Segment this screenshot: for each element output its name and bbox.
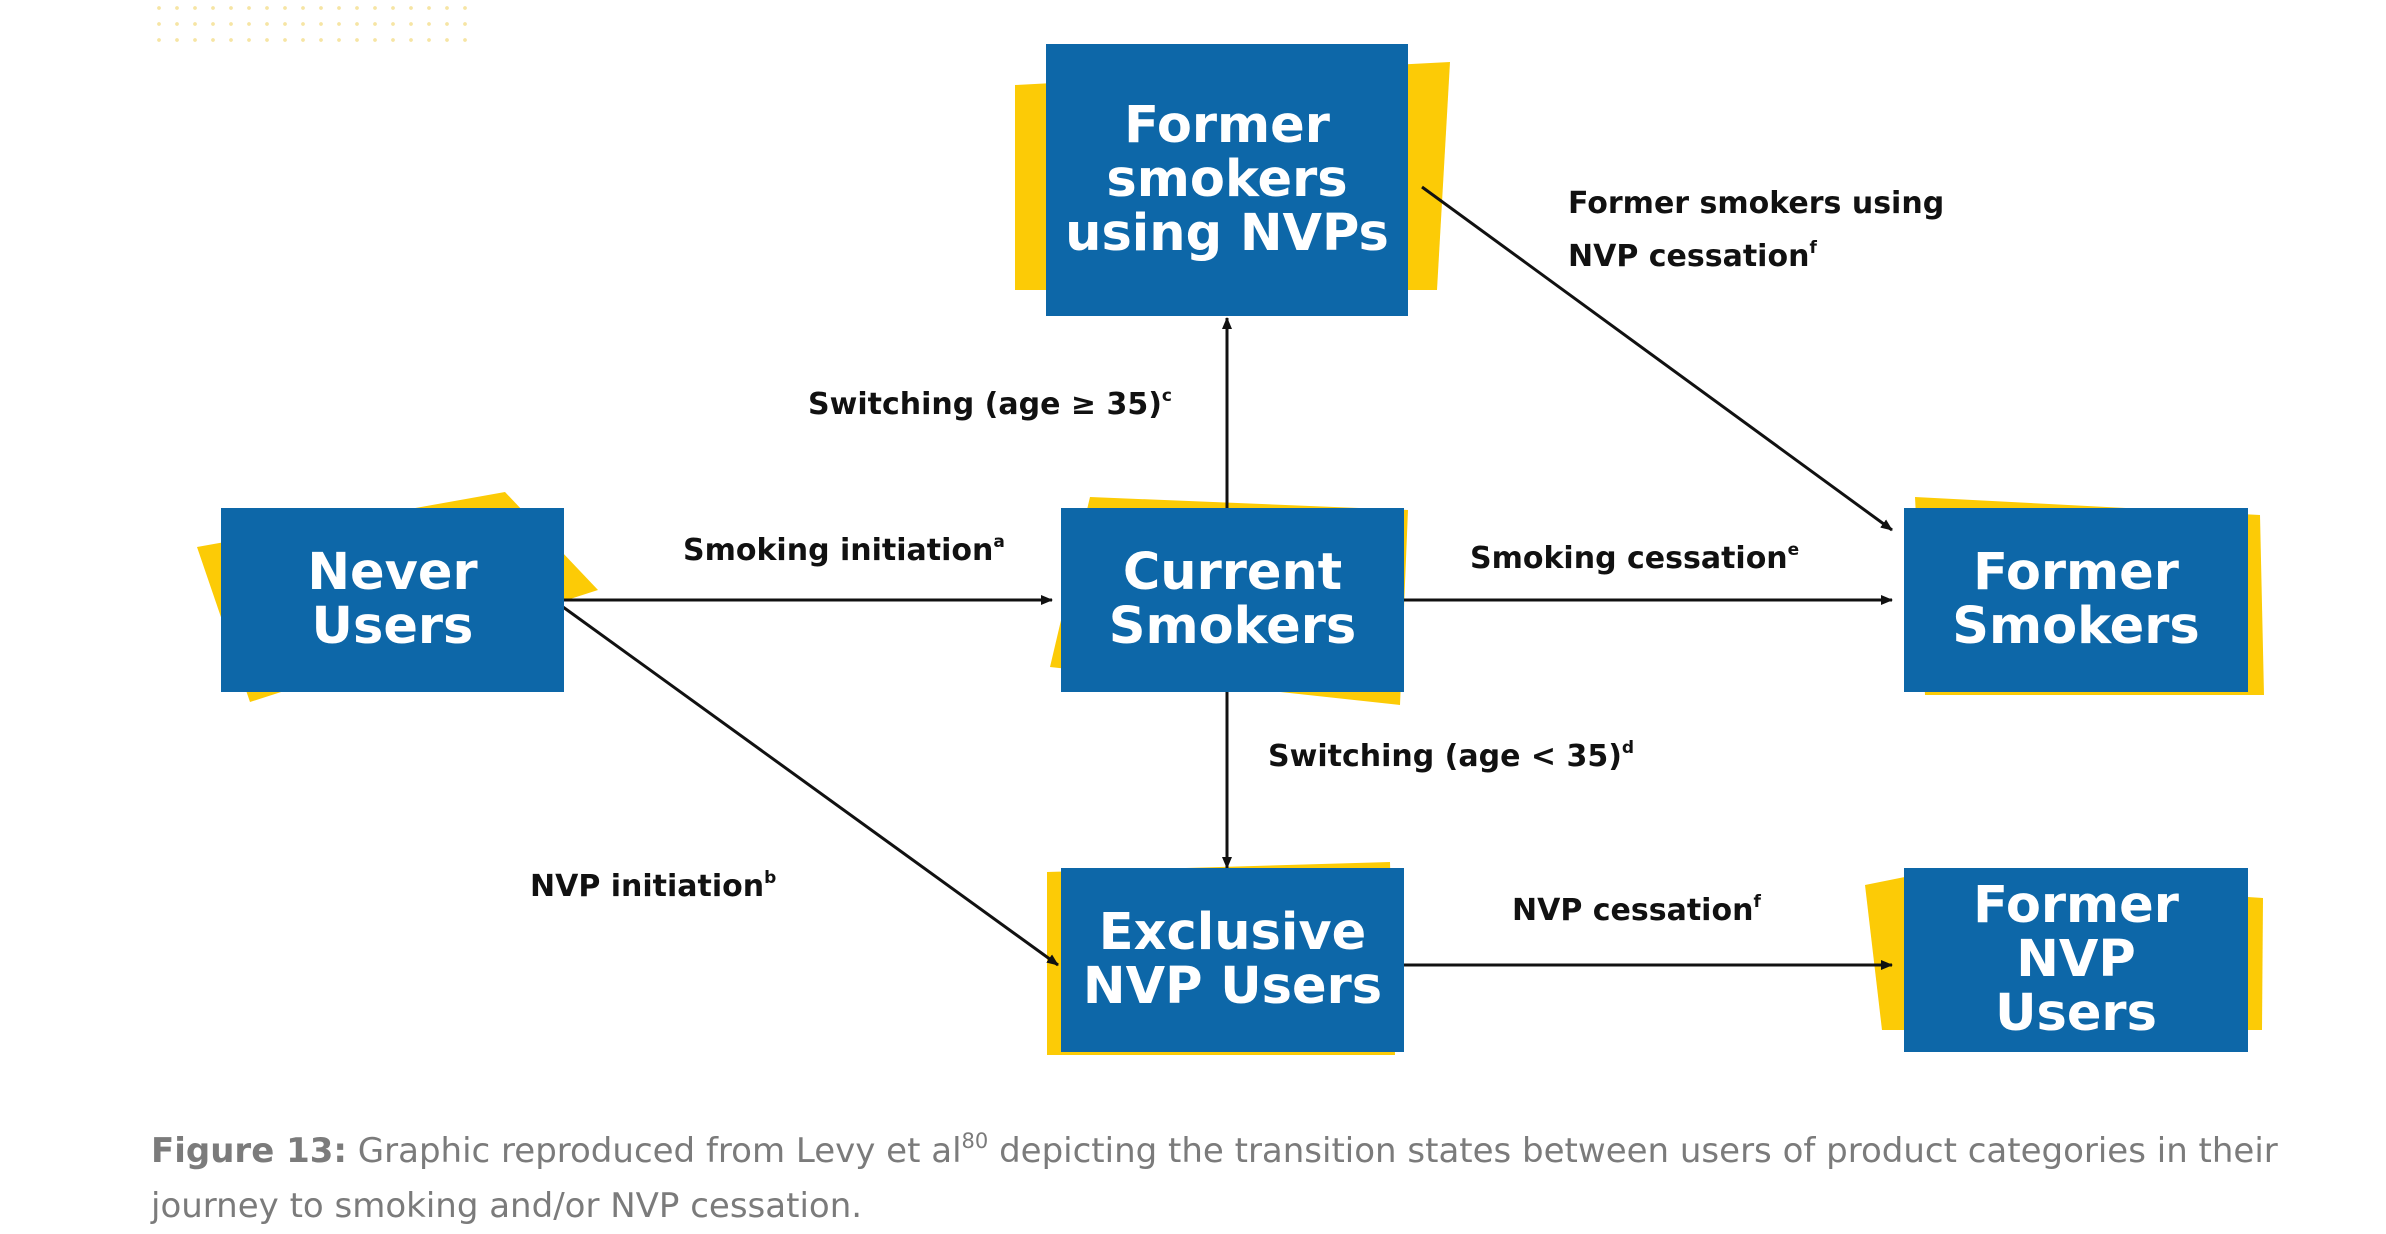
label-switching-under-35: Switching (age < 35)d bbox=[1268, 738, 1635, 774]
caption-figure-label: Figure 13: bbox=[151, 1131, 347, 1171]
label-smoking-initiation: Smoking initiationa bbox=[683, 532, 1005, 568]
node-former-nvp-users: Former NVP Users bbox=[1904, 868, 2248, 1052]
label-switching-over-35: Switching (age ≥ 35)c bbox=[808, 386, 1172, 422]
arrow-former-smokers-nvp-cessation bbox=[1421, 185, 1893, 532]
decorative-dot-pattern bbox=[150, 0, 480, 44]
figure-caption: Figure 13: Graphic reproduced from Levy … bbox=[151, 1124, 2331, 1234]
caption-text-continued: depicting the transition states between … bbox=[151, 1131, 2278, 1226]
caption-text: Graphic reproduced from Levy et al bbox=[347, 1131, 962, 1171]
caption-reference: 80 bbox=[961, 1129, 989, 1153]
label-nvp-initiation: NVP initiationb bbox=[530, 868, 777, 904]
node-current-smokers: Current Smokers bbox=[1061, 508, 1404, 692]
label-nvp-cessation: NVP cessationf bbox=[1512, 892, 1761, 928]
arrow-nvp-initiation bbox=[562, 605, 1059, 967]
node-exclusive-nvp-users: Exclusive NVP Users bbox=[1061, 868, 1404, 1052]
node-never-users: Never Users bbox=[221, 508, 564, 692]
label-smoking-cessation: Smoking cessatione bbox=[1470, 540, 1800, 576]
node-former-smokers-using-nvps: Former smokers using NVPs bbox=[1046, 44, 1408, 316]
node-former-smokers: Former Smokers bbox=[1904, 508, 2248, 692]
arrows bbox=[562, 185, 1893, 970]
